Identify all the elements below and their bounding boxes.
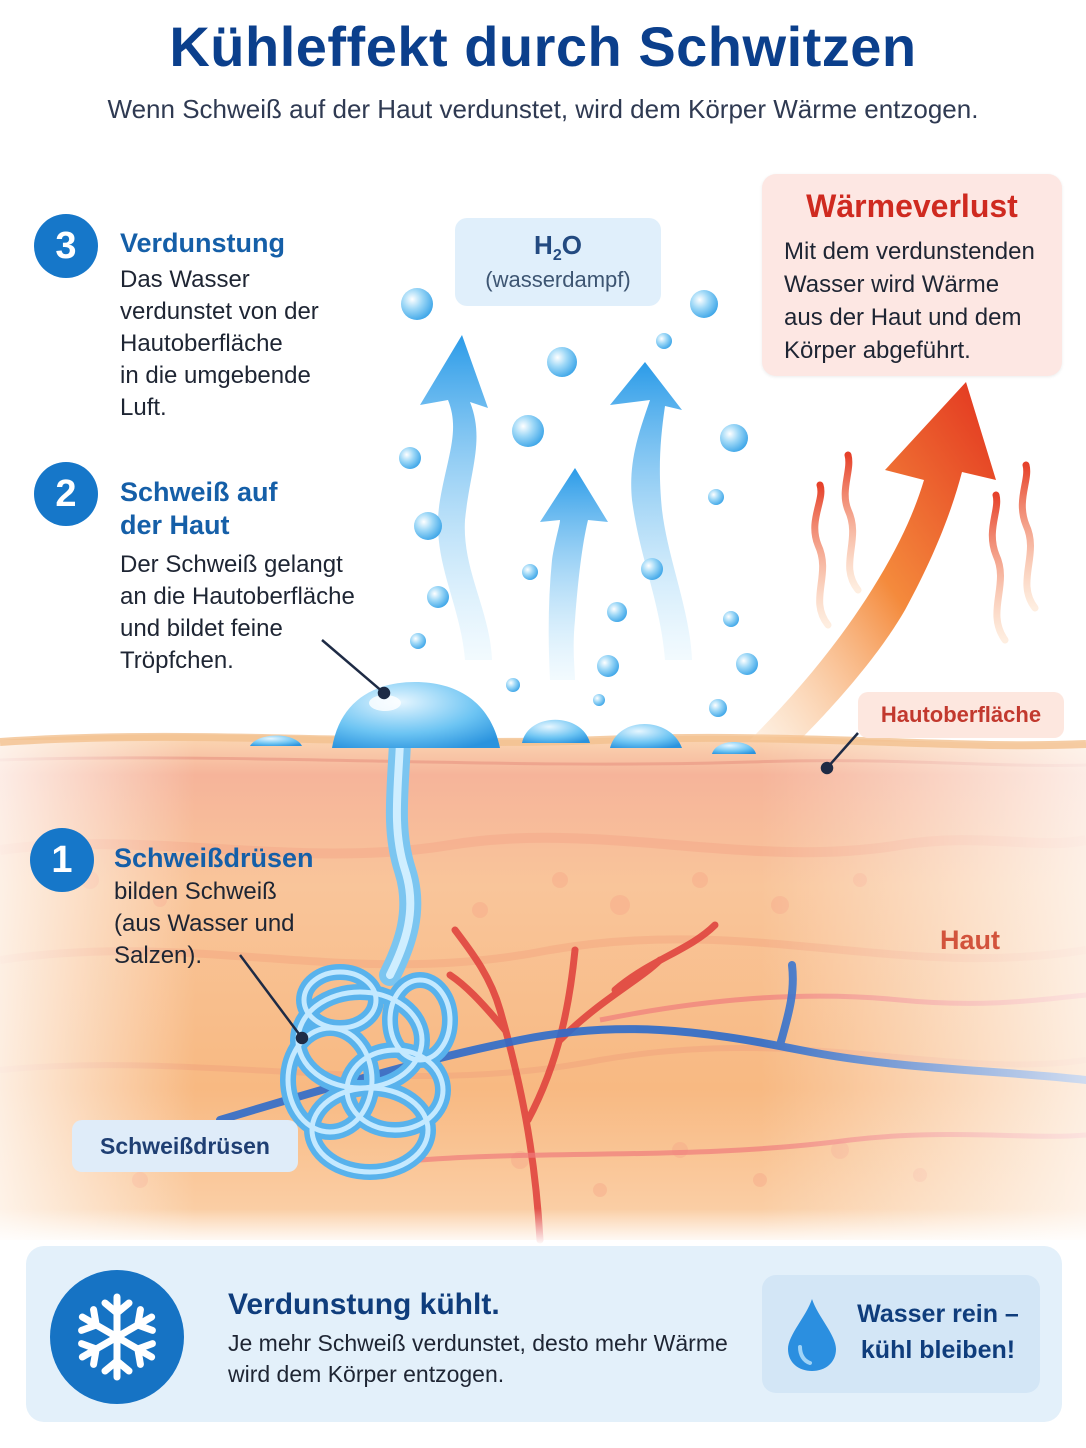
heat-loss-text: Mit dem verdunstenden Wasser wird Wärme …	[784, 238, 1035, 364]
step-number-2: 2	[34, 462, 98, 526]
water-drop-icon	[788, 1299, 836, 1371]
heat-arrow-icon	[750, 382, 1039, 740]
step-title-evaporation: Verdunstung	[120, 228, 286, 258]
heat-loss-title: Wärmeverlust	[806, 188, 1018, 224]
tip-box	[762, 1275, 1040, 1393]
step-number-3: 3	[34, 214, 98, 278]
tip-text: Wasser rein – kühl bleiben!	[857, 1300, 1019, 1364]
step-text-sweat-on-skin: Der Schweiß gelangt an die Hautoberfläch…	[120, 551, 355, 674]
vapor-note: (wasserdampf)	[485, 267, 631, 293]
heat-loss-box: Wärmeverlust Mit dem verdunstenden Wasse…	[762, 174, 1062, 376]
skin-label: Haut	[940, 925, 1000, 955]
step-title-sweat-glands: Schweißdrüsen	[114, 843, 314, 873]
sweat-glands-label: Schweißdrüsen	[72, 1120, 298, 1172]
bottom-text: Je mehr Schweiß verdunstet, desto mehr W…	[228, 1330, 728, 1387]
snowflake-icon	[78, 1293, 156, 1381]
step-title-sweat-on-skin: Schweiß auf der Haut	[120, 477, 278, 540]
skin-surface-label: Hautoberfläche	[858, 692, 1064, 738]
step-number-1: 1	[30, 828, 94, 892]
vapor-label-box: H2O (wasserdampf)	[455, 218, 661, 306]
vapor-arrow-icon	[420, 335, 692, 680]
vapor-bubbles	[399, 288, 758, 717]
pointer-lines	[238, 639, 859, 1045]
step-text-evaporation: Das Wasser verdunstet von der Hautoberfl…	[120, 266, 319, 421]
page-title: Kühleffekt durch Schwitzen	[169, 15, 917, 78]
bottom-title: Verdunstung kühlt.	[228, 1288, 500, 1321]
step-text-sweat-glands: bilden Schweiß (aus Wasser und Salzen).	[114, 878, 295, 969]
snowflake-badge	[50, 1270, 184, 1404]
sweat-drops	[250, 682, 756, 754]
page-subtitle: Wenn Schweiß auf der Haut verdunstet, wi…	[107, 94, 979, 124]
vapor-formula: H2O	[534, 230, 582, 265]
sweat-gland	[280, 731, 458, 1180]
